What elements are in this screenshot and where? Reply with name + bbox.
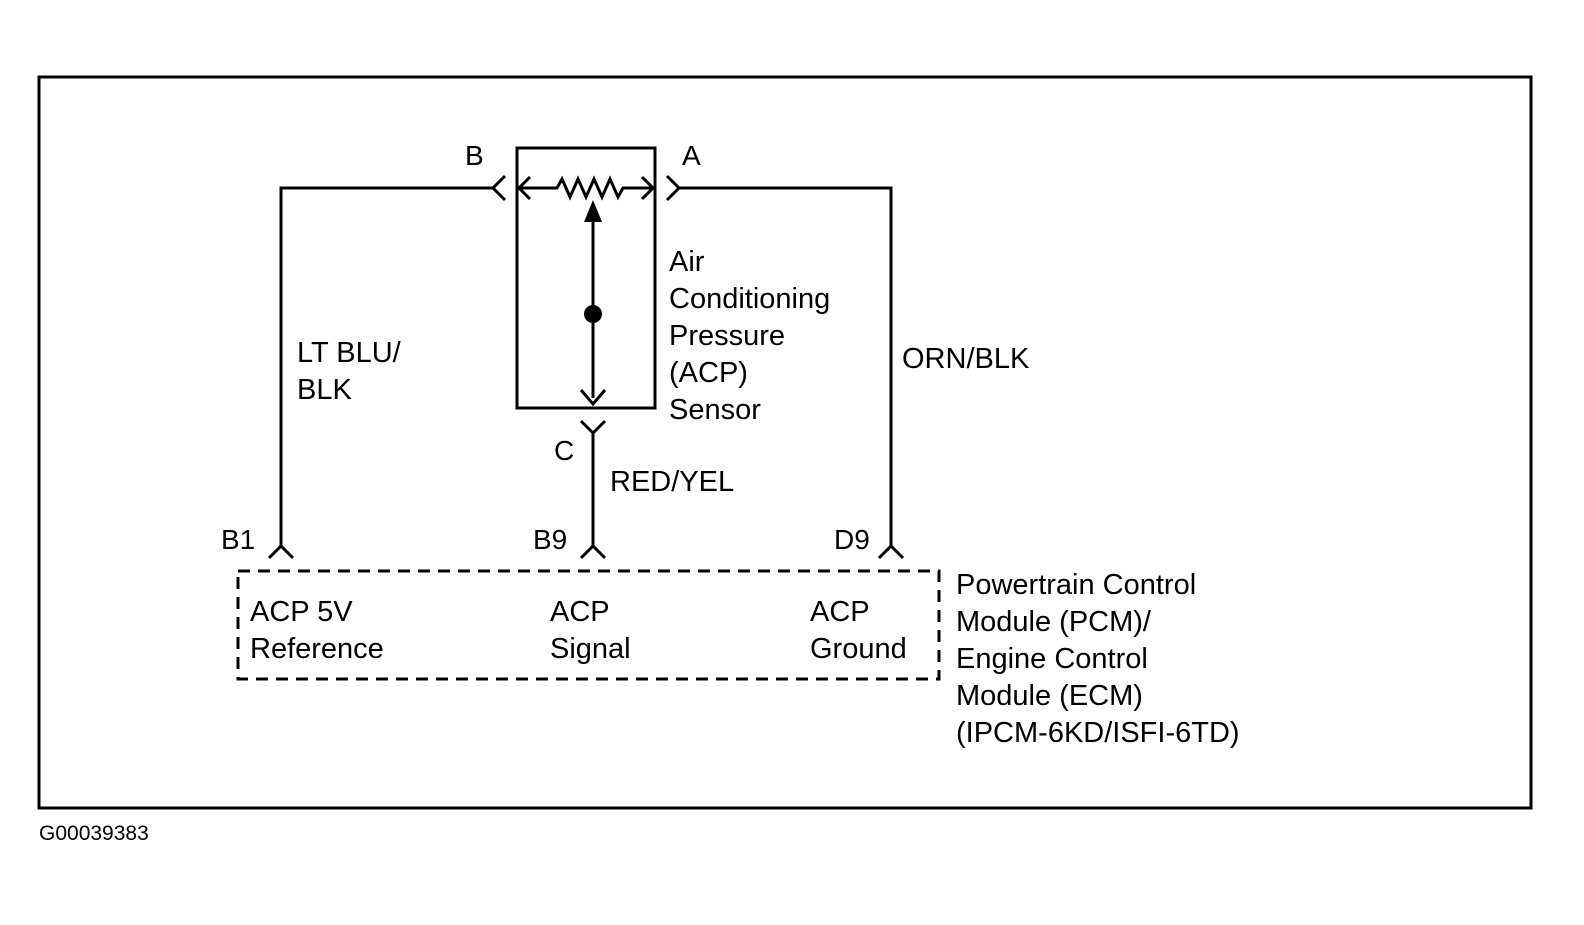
module-name-line: Module (PCM)/ xyxy=(956,606,1151,638)
sensor-name-line: Sensor xyxy=(669,394,761,426)
diagram-frame xyxy=(37,75,1533,810)
terminal-b-label: B xyxy=(465,140,484,171)
module-name-line: Engine Control xyxy=(956,643,1148,675)
circuit-line: Ground xyxy=(810,633,907,665)
circuit-line: ACP xyxy=(550,596,610,628)
circuit-line: Reference xyxy=(250,633,384,665)
connector-b-symbol xyxy=(490,174,507,202)
sensor-name-line: (ACP) xyxy=(669,357,748,389)
wire-color-line: BLK xyxy=(297,374,352,406)
circuit-5v-reference-label: ACP 5V Reference xyxy=(250,594,384,668)
connector-b9-symbol xyxy=(579,543,607,560)
circuit-line: ACP xyxy=(810,596,870,628)
pin-b9-label: B9 xyxy=(533,524,568,555)
circuit-line: Signal xyxy=(550,633,631,665)
pin-b1-label: B1 xyxy=(221,524,256,555)
connector-a-symbol xyxy=(665,174,682,202)
circuit-signal-label: ACP Signal xyxy=(550,594,631,668)
connector-d9-symbol xyxy=(877,543,905,560)
wire-color-right-label: ORN/BLK xyxy=(902,343,1030,375)
wire-orn-blk xyxy=(679,186,893,546)
potentiometer-symbol xyxy=(516,175,656,201)
circuit-ground-label: ACP Ground xyxy=(810,594,907,668)
sensor-name-line: Conditioning xyxy=(669,283,831,315)
figure-id: G00039383 xyxy=(39,822,149,845)
sensor-name-line: Pressure xyxy=(669,320,786,352)
module-box xyxy=(236,569,941,681)
module-name-line: Module (ECM) xyxy=(956,680,1143,712)
wire-color-left-label: LT BLU/ BLK xyxy=(297,335,401,409)
wire-lt-blu-blk xyxy=(279,186,493,546)
module-name-label: Powertrain Control Module (PCM)/ Engine … xyxy=(956,567,1240,752)
sensor-name-label: Air Conditioning Pressure (ACP) Sensor xyxy=(669,244,830,429)
connector-c-symbol xyxy=(579,419,607,436)
terminal-c-label: C xyxy=(554,435,575,466)
wiper-symbol xyxy=(579,200,607,407)
sensor-name-line: Air xyxy=(669,246,705,278)
wire-color-line: LT BLU/ xyxy=(297,337,401,369)
circuit-line: ACP 5V xyxy=(250,596,353,628)
terminal-a-label: A xyxy=(682,140,701,171)
connector-b1-symbol xyxy=(267,543,295,560)
pin-d9-label: D9 xyxy=(834,524,870,555)
wire-color-middle-label: RED/YEL xyxy=(610,466,735,498)
module-name-line: (IPCM-6KD/ISFI-6TD) xyxy=(956,717,1240,749)
sensor-body xyxy=(515,146,657,410)
module-name-line: Powertrain Control xyxy=(956,569,1197,601)
